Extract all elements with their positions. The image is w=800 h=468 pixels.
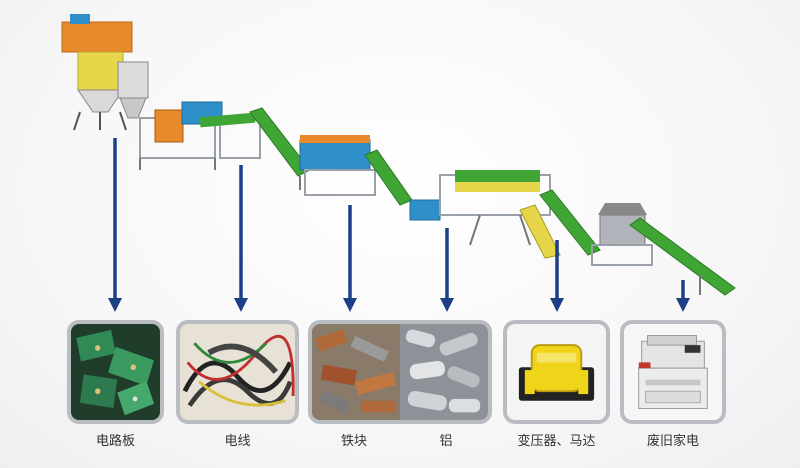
label-iron-pieces: 铁块 <box>340 434 367 449</box>
eddy-current-separator <box>409 170 561 259</box>
wires-photo <box>176 320 299 424</box>
label-wires: 电线 <box>224 434 251 449</box>
label-used-appliances: 废旧家电 <box>646 434 699 449</box>
label-aluminum: 铝 <box>439 434 453 449</box>
magnetic-separator <box>299 135 376 196</box>
circuit-boards-photo <box>67 320 164 424</box>
infeed-conveyor <box>629 217 736 296</box>
iron-and-aluminum-photo <box>308 320 492 424</box>
label-circuit-boards: 电路板 <box>95 434 135 449</box>
crusher-station <box>139 101 261 170</box>
conveyor-3 <box>539 189 601 256</box>
transformer-photo <box>503 320 610 424</box>
conveyor-2 <box>364 149 413 206</box>
dust-collector-tower <box>61 14 149 131</box>
output-arrows <box>108 138 690 312</box>
appliance-printer-photo <box>620 320 726 424</box>
label-transformers-motors: 变压器、马达 <box>517 434 596 449</box>
